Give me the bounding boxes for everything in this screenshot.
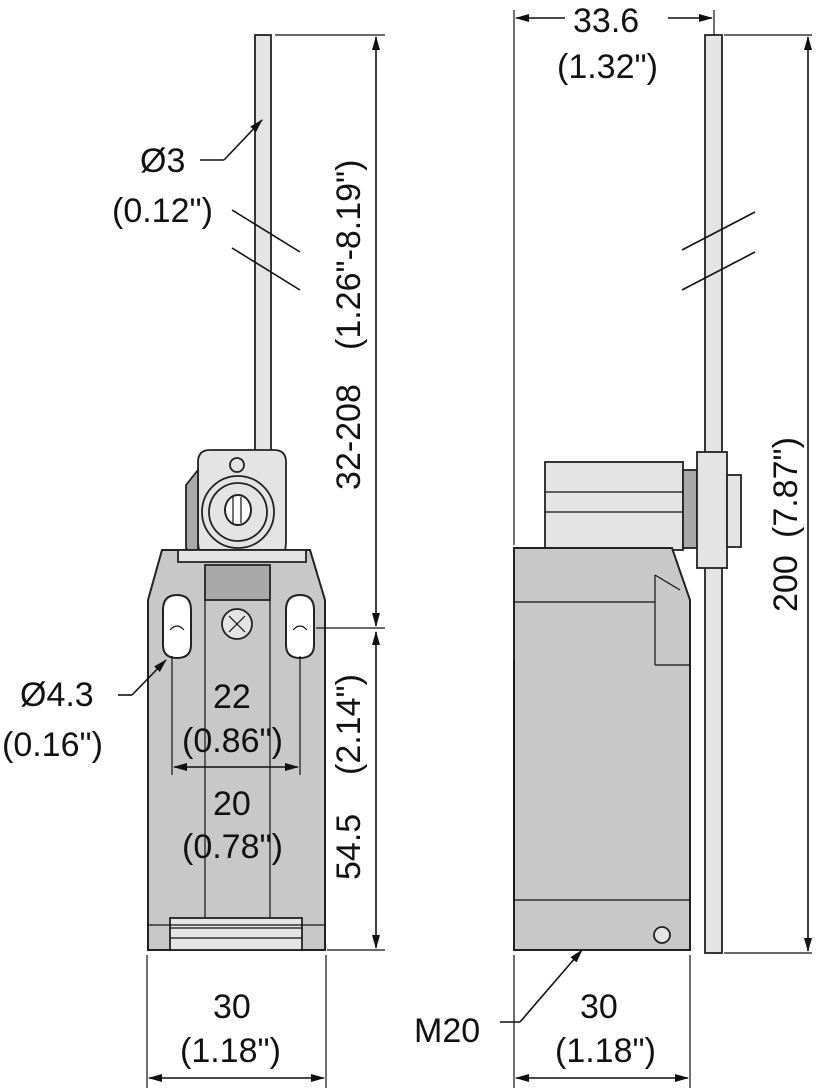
hole-spacing-dimension: 22 (0.86") 20 (0.78") xyxy=(171,656,301,866)
body-height-dimension: 54.5 (2.14") xyxy=(327,631,385,951)
side-top-width-inch-label: (1.32") xyxy=(557,48,658,86)
side-width-inch-label: (1.18") xyxy=(555,1032,656,1070)
front-width-inch-label: (1.18") xyxy=(180,1032,281,1070)
side-top-width-label: 33.6 xyxy=(573,2,639,40)
rod-diameter-inch-label: (0.12") xyxy=(112,192,213,230)
rod-length-label: 32-208 xyxy=(330,384,368,490)
body-height-inch-label: (2.14") xyxy=(330,674,368,775)
front-break-marks xyxy=(231,209,301,291)
hole-diameter-callout: Ø4.3 (0.16") xyxy=(2,659,167,764)
side-switch-body xyxy=(513,547,691,951)
front-width-dimension: 30 (1.18") xyxy=(146,955,327,1088)
thread-callout: M20 xyxy=(414,949,583,1050)
rod-length-dimension: 32-208 (1.26"-8.19") xyxy=(275,34,385,629)
side-width-dimension: 30 (1.18") xyxy=(513,955,691,1088)
side-total-height-label: 200 xyxy=(767,555,805,612)
body-height-label: 54.5 xyxy=(330,814,368,880)
rod-diameter-callout: Ø3 (0.12") xyxy=(112,119,263,230)
front-rod xyxy=(254,34,272,466)
rod-length-inch-label: (1.26"-8.19") xyxy=(330,160,368,350)
front-switch-body xyxy=(147,549,326,951)
thread-label: M20 xyxy=(414,1012,480,1050)
front-width-label: 30 xyxy=(213,988,251,1026)
hole-spacing-outer-inch-label: (0.86") xyxy=(182,722,283,760)
hole-spacing-inner-label: 20 xyxy=(213,785,251,823)
side-width-label: 30 xyxy=(580,988,618,1026)
hole-diameter-label: Ø4.3 xyxy=(20,676,94,714)
side-lever-clamp xyxy=(544,451,742,569)
rod-diameter-label: Ø3 xyxy=(140,142,185,180)
side-view: 33.6 (1.32") 200 (7.87") M20 30 (1.18") xyxy=(414,2,812,1088)
side-total-height-inch-label: (7.87") xyxy=(767,437,805,538)
front-view: Ø3 (0.12") 32-208 (1.26"-8.19") 54.5 (2.… xyxy=(2,34,385,1088)
front-lever-head xyxy=(185,449,287,569)
side-top-width-dimension: 33.6 (1.32") xyxy=(513,2,715,545)
hole-spacing-outer-label: 22 xyxy=(213,678,251,716)
side-break-marks xyxy=(681,211,756,291)
hole-spacing-inner-inch-label: (0.78") xyxy=(182,828,283,866)
side-total-height-dimension: 200 (7.87") xyxy=(724,34,812,954)
hole-diameter-inch-label: (0.16") xyxy=(2,726,103,764)
